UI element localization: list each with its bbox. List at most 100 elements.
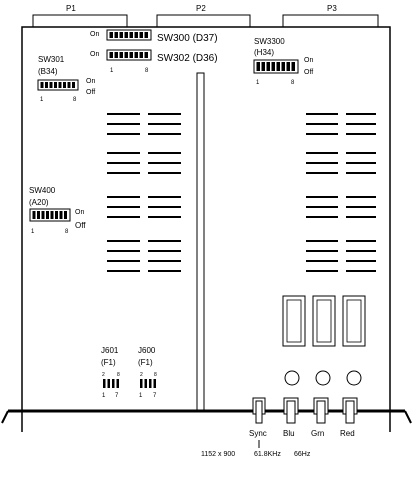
dip-toggle[interactable] (59, 211, 63, 219)
dip-toggle[interactable] (124, 52, 129, 58)
dip-toggle[interactable] (54, 82, 57, 88)
dip-toggle[interactable] (72, 82, 75, 88)
ic-pin-line (107, 113, 140, 115)
ic-pin-line (148, 162, 181, 164)
j600-sub: (F1) (138, 358, 153, 367)
jumper-pin (153, 379, 156, 388)
ic-pin-line (346, 250, 376, 252)
connector-p1-label: P1 (66, 4, 76, 13)
dip-toggle[interactable] (50, 211, 54, 219)
dip-toggle[interactable] (124, 32, 129, 38)
jumper-j601: J601 (F1) 2 8 1 7 (101, 346, 120, 399)
connector-p3-label: P3 (327, 4, 337, 13)
dip-toggle[interactable] (55, 211, 58, 219)
port-red[interactable]: Red (340, 397, 358, 438)
dip-toggle[interactable] (286, 62, 291, 71)
ic-pin-line (306, 113, 338, 115)
dip-toggle[interactable] (276, 62, 281, 71)
ic-pin-line (306, 123, 338, 125)
ic-pin-line (306, 270, 338, 272)
ic-pin-line (148, 113, 181, 115)
j601-bottom-left: 1 (102, 393, 106, 399)
dip-toggle[interactable] (64, 211, 67, 219)
dip-switch (253, 59, 299, 74)
ic-pin-line (107, 206, 140, 208)
switch-sw302: On SW302 (D36) 1 8 (90, 49, 218, 74)
dip-toggle[interactable] (129, 52, 134, 58)
ic-pin-line (306, 162, 338, 164)
dip-toggle[interactable] (41, 211, 45, 219)
ic-pin-line (306, 196, 338, 198)
j601-bottom-right: 7 (115, 393, 119, 399)
dip-toggle[interactable] (256, 62, 261, 71)
jumper-pin (149, 379, 152, 388)
port-green-label: Grn (311, 429, 324, 438)
round-component-1 (284, 370, 300, 386)
sw300-label: SW300 (D37) (157, 33, 218, 44)
dip-toggle[interactable] (119, 52, 124, 58)
ic-pin-line (306, 206, 338, 208)
connector-housing-2-inner (316, 299, 332, 343)
ic-pin-line (148, 260, 181, 262)
dip-toggle[interactable] (271, 62, 276, 71)
jumper-pin (144, 379, 147, 388)
dip-toggle[interactable] (129, 32, 134, 38)
dip-toggle[interactable] (37, 211, 40, 219)
ic-pin-line (346, 123, 376, 125)
center-bus-bar (196, 72, 205, 413)
sw400-end-label: 8 (65, 229, 69, 235)
dip-toggle[interactable] (40, 82, 44, 88)
switch-sw300: On SW300 (D37) (90, 29, 218, 44)
dip-toggle[interactable] (109, 52, 114, 58)
sw3300-on-label: On (304, 57, 313, 64)
dip-toggle[interactable] (134, 52, 139, 58)
switch-sw301: SW301 (B34) On Off 1 8 (37, 55, 95, 103)
dip-toggle[interactable] (63, 82, 66, 88)
dip-toggle[interactable] (266, 62, 271, 71)
dip-toggle[interactable] (119, 32, 124, 38)
ic-pin-line (306, 260, 338, 262)
dip-toggle[interactable] (144, 32, 149, 38)
dip-toggle[interactable] (114, 32, 119, 38)
dip-toggle[interactable] (139, 52, 144, 58)
dip-toggle[interactable] (45, 82, 48, 88)
dip-toggle[interactable] (46, 211, 49, 219)
dip-toggle[interactable] (144, 52, 149, 58)
j601-label: J601 (101, 346, 119, 355)
dip-toggle[interactable] (109, 32, 114, 38)
ic-pin-line (346, 260, 376, 262)
sw302-label: SW302 (D36) (157, 53, 218, 64)
dip-switch (29, 208, 71, 222)
ic-pin-line (148, 270, 181, 272)
dip-toggle[interactable] (291, 62, 296, 71)
j600-top-right: 8 (154, 372, 157, 378)
dip-toggle[interactable] (281, 62, 286, 71)
ic-pin-line (107, 216, 140, 218)
dip-toggle[interactable] (58, 82, 62, 88)
sw400-on-label: On (75, 209, 84, 216)
port-blue[interactable]: Blu (283, 397, 299, 438)
ic-pin-line (346, 172, 376, 174)
dip-toggle[interactable] (49, 82, 53, 88)
connector-housing-2 (312, 295, 336, 347)
ic-pin-line (148, 216, 181, 218)
port-green[interactable]: Grn (311, 397, 329, 438)
dip-toggle[interactable] (32, 211, 36, 219)
port-sync[interactable]: Sync (249, 397, 267, 448)
dip-toggle[interactable] (139, 32, 144, 38)
ic-pin-line (346, 113, 376, 115)
ic-pin-line (306, 133, 338, 135)
ic-pin-line (107, 260, 140, 262)
jumper-pin (103, 379, 106, 388)
dip-toggle[interactable] (261, 62, 266, 71)
ic-pin-line (346, 216, 376, 218)
dip-toggle[interactable] (67, 82, 71, 88)
sw300-on-label: On (90, 31, 99, 38)
ic-pin-line (346, 162, 376, 164)
dip-toggle[interactable] (134, 32, 139, 38)
ic-pin-line (346, 206, 376, 208)
sw3300-end-label: 8 (291, 80, 295, 86)
base-rail (1, 409, 412, 432)
dip-toggle[interactable] (114, 52, 119, 58)
